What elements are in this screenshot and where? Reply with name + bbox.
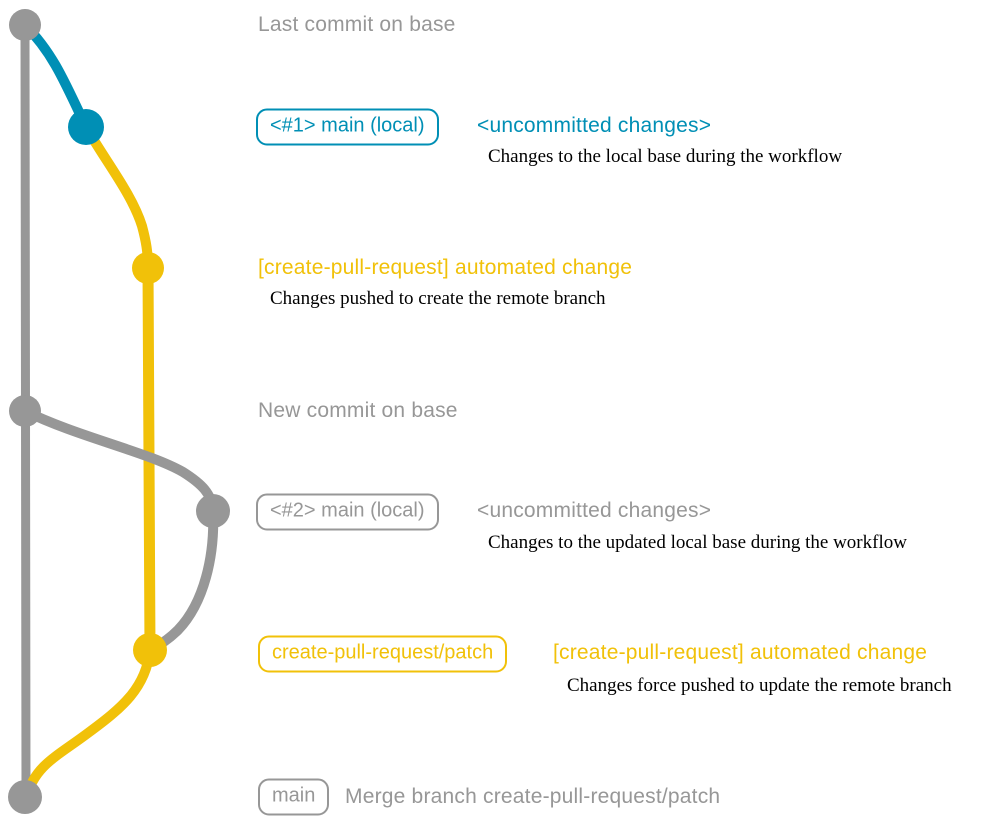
branch-tag-main-merge: main xyxy=(258,778,330,816)
annotation-cpr-1: Changes pushed to create the remote bran… xyxy=(270,288,606,309)
branch-tag-patch: create-pull-request/patch xyxy=(258,635,508,673)
git-graph xyxy=(8,9,230,814)
branch-tag-main-1: <#1> main (local) xyxy=(256,108,439,146)
branch-tag-main-2: <#2> main (local) xyxy=(256,493,439,531)
main-local-branch-curve-2 xyxy=(20,406,218,516)
commit-dot-new-base xyxy=(9,395,41,427)
commit-message-new-base: New commit on base xyxy=(258,399,458,422)
annotation-main-1: Changes to the local base during the wor… xyxy=(488,146,843,167)
commit-message-cpr-2: [create-pull-request] automated change xyxy=(553,641,928,664)
commit-message-merge: Merge branch create-pull-request/patch xyxy=(345,785,721,808)
annotation-main-2: Changes to the updated local base during… xyxy=(488,532,907,553)
branch-tag-main-1-label: <#1> main (local) xyxy=(270,114,425,137)
commit-dot-merge xyxy=(8,780,42,814)
commit-dot-main-1 xyxy=(68,109,104,145)
commit-message-last-base: Last commit on base xyxy=(258,13,456,36)
commit-dot-cpr-2 xyxy=(133,633,167,667)
commit-dot-main-2 xyxy=(196,494,230,528)
commit-message-cpr-1: [create-pull-request] automated change xyxy=(258,256,633,279)
branch-tag-main-2-label: <#2> main (local) xyxy=(270,499,425,522)
commit-message-main-1: <uncommitted changes> xyxy=(477,114,712,137)
branch-tag-main-merge-label: main xyxy=(272,784,316,807)
annotation-cpr-2: Changes force pushed to update the remot… xyxy=(567,675,952,696)
commit-dot-last-base xyxy=(9,9,41,41)
commit-message-main-2: <uncommitted changes> xyxy=(477,499,712,522)
rebase-curve xyxy=(146,506,219,654)
merge-curve xyxy=(22,645,155,800)
branch-tag-patch-label: create-pull-request/patch xyxy=(272,641,494,664)
patch-branch-curve-top xyxy=(81,122,153,273)
commit-dot-cpr-1 xyxy=(132,252,164,284)
